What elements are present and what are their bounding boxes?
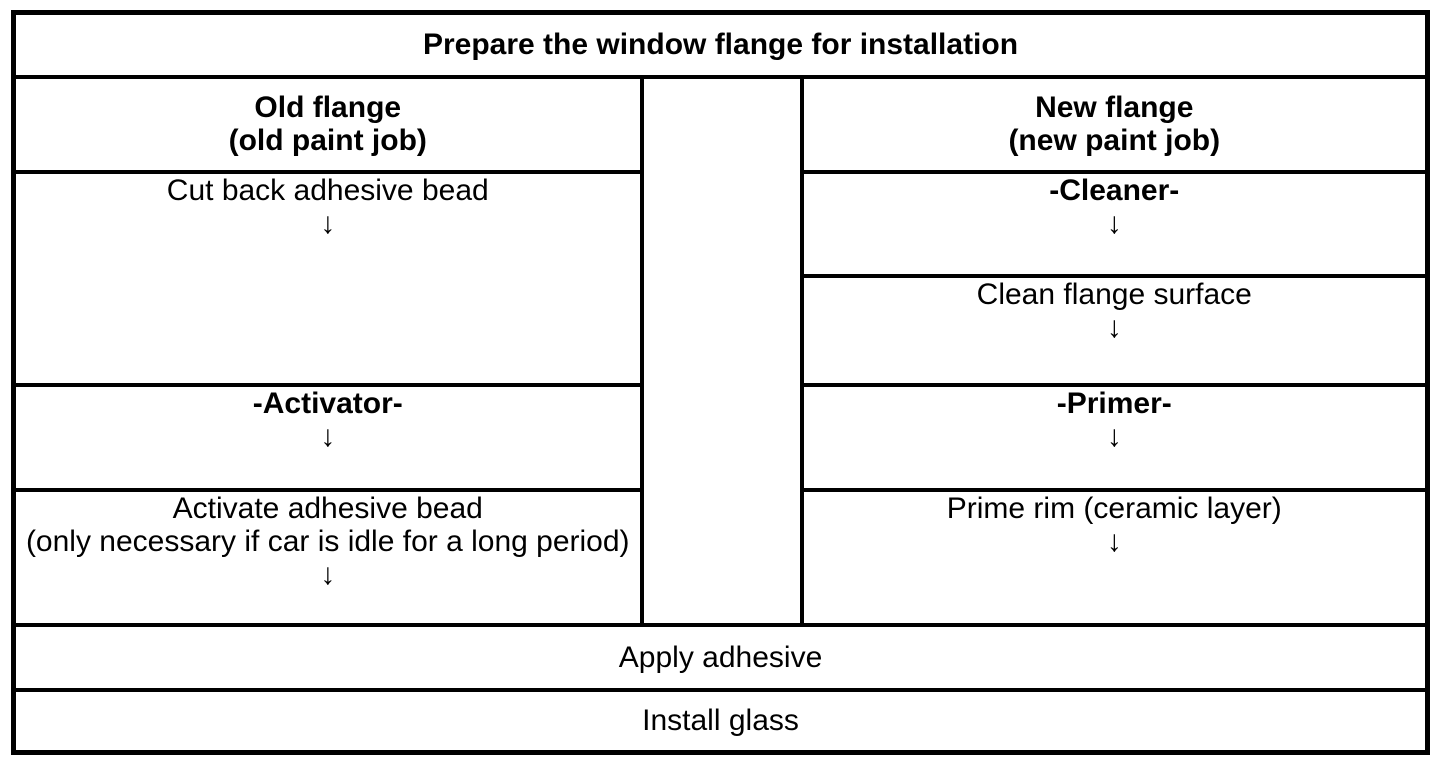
new-flange-header-line2: (new paint job) [1008, 124, 1221, 157]
old-flange-header-line1: Old flange [254, 91, 402, 124]
down-arrow-icon: ↓ [1106, 419, 1122, 453]
new-flange-header-line1: New flange [1035, 91, 1194, 124]
down-arrow-icon: ↓ [1106, 524, 1122, 558]
step-activate-label-line2: (only necessary if car is idle for a lon… [25, 524, 630, 558]
old-flange-header: Old flange (old paint job) [11, 74, 644, 174]
step-activate-adhesive-bead: Activate adhesive bead (only necessary i… [11, 487, 644, 627]
step-primer: -Primer- ↓ [799, 382, 1430, 492]
diagram-title: Prepare the window flange for installati… [11, 10, 1430, 79]
new-flange-header: New flange (new paint job) [799, 74, 1430, 174]
old-flange-header-line2: (old paint job) [228, 124, 427, 157]
step-install-glass: Install glass [11, 687, 1430, 755]
step-clean-surface-label: Clean flange surface [976, 277, 1252, 311]
step-cleaner: -Cleaner- ↓ [799, 169, 1430, 278]
step-row-c: -Activator- ↓ -Primer- ↓ [11, 382, 1430, 492]
install-glass-label: Install glass [642, 704, 799, 738]
apply-adhesive-row: Apply adhesive [11, 622, 1430, 692]
step-row-d: Activate adhesive bead (only necessary i… [11, 487, 1430, 627]
column-header-row: Old flange (old paint job) New flange (n… [11, 74, 1430, 627]
center-gap-column [639, 74, 804, 627]
window-flange-preparation-flowchart: Prepare the window flange for installati… [11, 10, 1431, 755]
down-arrow-icon: ↓ [320, 206, 336, 240]
step-apply-adhesive: Apply adhesive [11, 622, 1430, 692]
install-glass-row: Install glass [11, 687, 1430, 755]
diagram-title-text: Prepare the window flange for installati… [422, 28, 1019, 62]
step-activate-label-line1: Activate adhesive bead [172, 491, 483, 525]
down-arrow-icon: ↓ [320, 419, 336, 453]
step-cut-back-label: Cut back adhesive bead [166, 173, 489, 207]
step-prime-rim-label: Prime rim (ceramic layer) [946, 491, 1282, 525]
step-primer-label: -Primer- [1056, 386, 1172, 420]
step-row-a: Cut back adhesive bead ↓ -Cleaner- ↓ [11, 169, 1430, 387]
down-arrow-icon: ↓ [1106, 206, 1122, 240]
step-cut-back-adhesive-bead: Cut back adhesive bead ↓ [11, 169, 644, 387]
step-prime-rim: Prime rim (ceramic layer) ↓ [799, 487, 1430, 627]
step-clean-flange-surface: Clean flange surface ↓ [799, 273, 1430, 387]
step-row-b: Clean flange surface ↓ [14, 273, 1430, 387]
down-arrow-icon: ↓ [320, 557, 336, 591]
step-activator-label: -Activator- [252, 386, 403, 420]
down-arrow-icon: ↓ [1106, 310, 1122, 344]
step-activator: -Activator- ↓ [11, 382, 644, 492]
title-row: Prepare the window flange for installati… [11, 10, 1430, 79]
apply-adhesive-label: Apply adhesive [618, 640, 823, 674]
step-cleaner-label: -Cleaner- [1049, 173, 1180, 207]
